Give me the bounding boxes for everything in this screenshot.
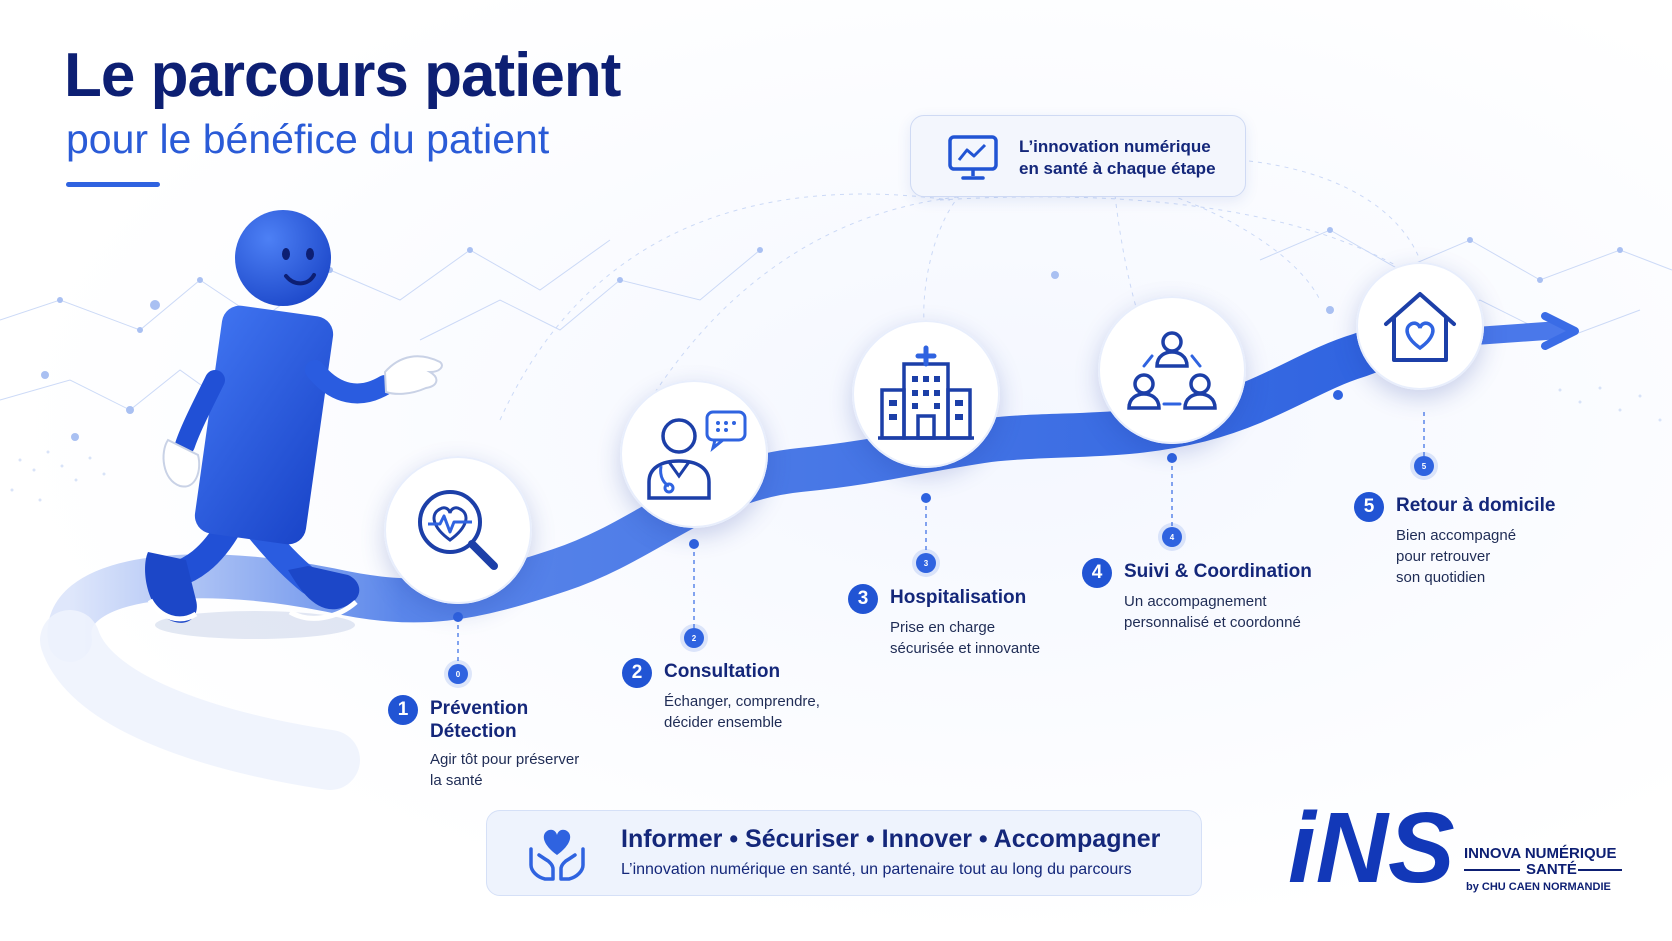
step-5-description: Bien accompagné pour retrouver son quoti…	[1396, 525, 1516, 588]
step-4-description: Un accompagnement personnalisé et coordo…	[1124, 591, 1301, 633]
step-1-desc-line2: la santé	[430, 772, 483, 789]
arrow-head-icon	[1541, 312, 1579, 350]
step-5-number: 5	[1354, 492, 1384, 522]
step-3-desc-line1: Prise en charge	[890, 619, 996, 636]
step-3-circle	[852, 320, 1000, 468]
ins-logo: iNS INNOVA NUMÉRIQUE SANTÉ by CHU CAEN N…	[1288, 790, 1628, 900]
innovation-badge-line2: en santé à chaque étape	[1019, 159, 1216, 178]
step-1-title: Prévention Détection	[430, 697, 528, 743]
step-2-desc-line1: Échanger, comprendre,	[664, 693, 820, 710]
step-5-desc-line3: son quotidien	[1396, 569, 1486, 586]
page-subtitle: pour le bénéfice du patient	[66, 116, 550, 162]
logo-text-line2: SANTÉ	[1526, 861, 1577, 878]
step-2-title: Consultation	[664, 661, 781, 682]
step-3-desc-line2: sécurisée et innovante	[890, 640, 1041, 657]
logo-text-line1: INNOVA NUMÉRIQUE	[1464, 845, 1617, 862]
step-5-marker: 5	[1414, 456, 1434, 476]
step-5-title: Retour à domicile	[1396, 495, 1556, 516]
step-3-description: Prise en charge sécurisée et innovante	[890, 617, 1040, 659]
step-2-description: Échanger, comprendre, décider ensemble	[664, 691, 820, 733]
step-4-circle	[1098, 296, 1246, 444]
particle-field	[10, 386, 1662, 502]
step-5-circle	[1356, 262, 1484, 390]
page-title: Le parcours patient	[64, 41, 621, 110]
innovation-badge-text: L’innovation numérique en santé à chaque…	[1019, 136, 1239, 180]
step-2-number: 2	[622, 658, 652, 688]
banner-subtitle: L’innovation numérique en santé, un part…	[621, 861, 1132, 878]
step-4-title: Suivi & Coordination	[1124, 561, 1312, 582]
step-1-description: Agir tôt pour préserver la santé	[430, 749, 579, 791]
heart-magnifier-icon	[418, 490, 498, 570]
logo-mark-text: iNS	[1288, 792, 1455, 900]
innovation-badge-line1: L’innovation numérique	[1019, 137, 1211, 156]
step-1-number: 1	[388, 695, 418, 725]
step-4-desc-line2: personnalisé et coordonné	[1124, 614, 1301, 631]
step-5-desc-line2: pour retrouver	[1396, 548, 1491, 565]
step-1-desc-line1: Agir tôt pour préserver	[430, 751, 580, 768]
step-4-desc-line1: Un accompagnement	[1124, 593, 1267, 610]
banner-title: Informer • Sécuriser • Innover • Accompa…	[621, 825, 1161, 853]
step-3-marker: 3	[916, 553, 936, 573]
step-4-marker: 4	[1162, 527, 1182, 547]
logo-text-line3: by CHU CAEN NORMANDIE	[1466, 881, 1611, 893]
values-banner: Informer • Sécuriser • Innover • Accompa…	[486, 810, 1202, 896]
step-2-marker: 2	[684, 628, 704, 648]
innovation-badge: L’innovation numérique en santé à chaque…	[910, 115, 1246, 197]
people-network-icon	[1127, 331, 1217, 410]
step-2-circle	[620, 380, 768, 528]
step-3-number: 3	[848, 584, 878, 614]
step-1-title-line1: Prévention	[430, 698, 529, 719]
ins-logo-mark: iNS	[1288, 792, 1455, 900]
hands-heart-icon	[527, 825, 587, 888]
home-heart-icon	[1384, 292, 1456, 362]
step-1-marker: 0	[448, 664, 468, 684]
step-3-title: Hospitalisation	[890, 587, 1027, 608]
step-5-desc-line1: Bien accompagné	[1396, 527, 1517, 544]
monitor-chart-icon	[947, 134, 999, 187]
hospital-icon	[878, 345, 974, 440]
step-4-number: 4	[1082, 558, 1112, 588]
step-2-desc-line2: décider ensemble	[664, 714, 783, 731]
title-underline	[66, 182, 160, 187]
mascot-figure	[145, 210, 443, 639]
step-1-title-line2: Détection	[430, 721, 517, 742]
step-1-circle	[384, 456, 532, 604]
logo-divider-left	[1464, 869, 1520, 871]
logo-divider-right	[1578, 869, 1622, 871]
doctor-chat-icon	[647, 410, 747, 500]
